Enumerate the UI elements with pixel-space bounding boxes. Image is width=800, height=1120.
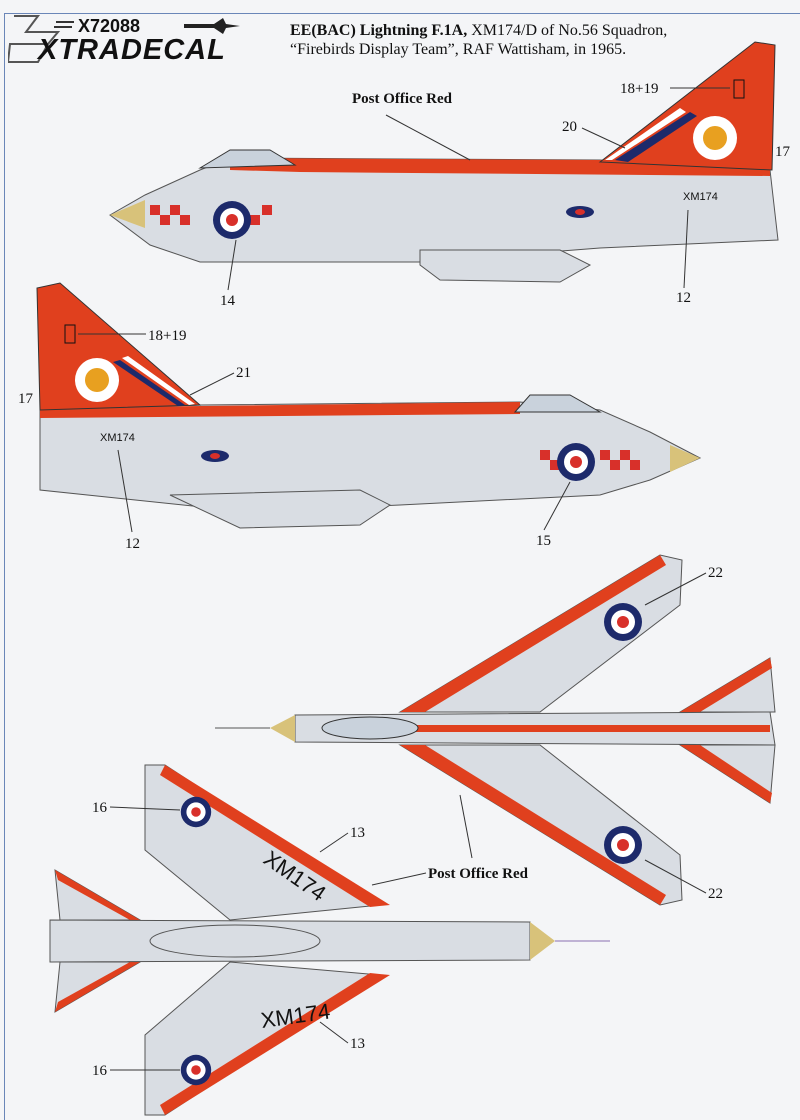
product-code: X72088 — [78, 16, 141, 36]
sheet-border — [4, 13, 800, 1120]
title-team: “Firebirds Display Team”, RAF Wattisham,… — [290, 41, 627, 58]
profile-port: XM174 18+19 21 17 12 15 — [18, 282, 702, 552]
top-view: 22 22 — [215, 554, 776, 906]
profile-starboard: XM174 Post Office Red 18+19 20 17 14 12 — [109, 41, 791, 309]
lower-wing-roundel-icon — [180, 796, 212, 828]
paint-label-post-office-red: Post Office Red — [352, 91, 453, 107]
callout-22: 22 — [708, 886, 723, 902]
serial-xm174: XM174 — [100, 432, 135, 444]
brand-name: XTRADECAL — [38, 34, 226, 66]
callout-12: 12 — [125, 536, 140, 552]
callout-14: 14 — [220, 293, 236, 309]
callout-22: 22 — [708, 565, 723, 581]
lower-wing-roundel-icon — [180, 1054, 212, 1086]
callout-17: 17 — [18, 391, 34, 407]
callout-17: 17 — [775, 144, 791, 160]
callout-20: 20 — [562, 119, 577, 135]
callout-18-19: 18+19 — [148, 328, 186, 344]
sheet-title: EE(BAC) Lightning F.1A, XM174/D of No.56… — [290, 21, 667, 59]
logo-x-icon — [8, 15, 240, 63]
fuselage-roundel-icon — [557, 443, 595, 481]
bottom-view: XM174 XM174 16 13 13 16 Post Office Red — [49, 764, 610, 1116]
paint-label-post-office-red: Post Office Red — [428, 866, 529, 882]
fuselage-roundel-icon — [213, 201, 251, 239]
upper-wing-roundel-icon — [604, 603, 642, 641]
callout-16: 16 — [92, 1063, 108, 1079]
callout-18-19: 18+19 — [620, 81, 658, 97]
upper-wing-roundel-icon — [604, 826, 642, 864]
serial-xm174: XM174 — [683, 191, 718, 203]
callout-12: 12 — [676, 290, 691, 306]
callout-15: 15 — [536, 533, 551, 549]
title-unit: XM174/D of No.56 Squadron, — [467, 22, 668, 39]
callout-21: 21 — [236, 365, 251, 381]
callout-13: 13 — [350, 825, 365, 841]
callout-13: 13 — [350, 1036, 365, 1052]
title-aircraft: EE(BAC) Lightning F.1A, — [290, 22, 468, 39]
callout-16: 16 — [92, 800, 108, 816]
